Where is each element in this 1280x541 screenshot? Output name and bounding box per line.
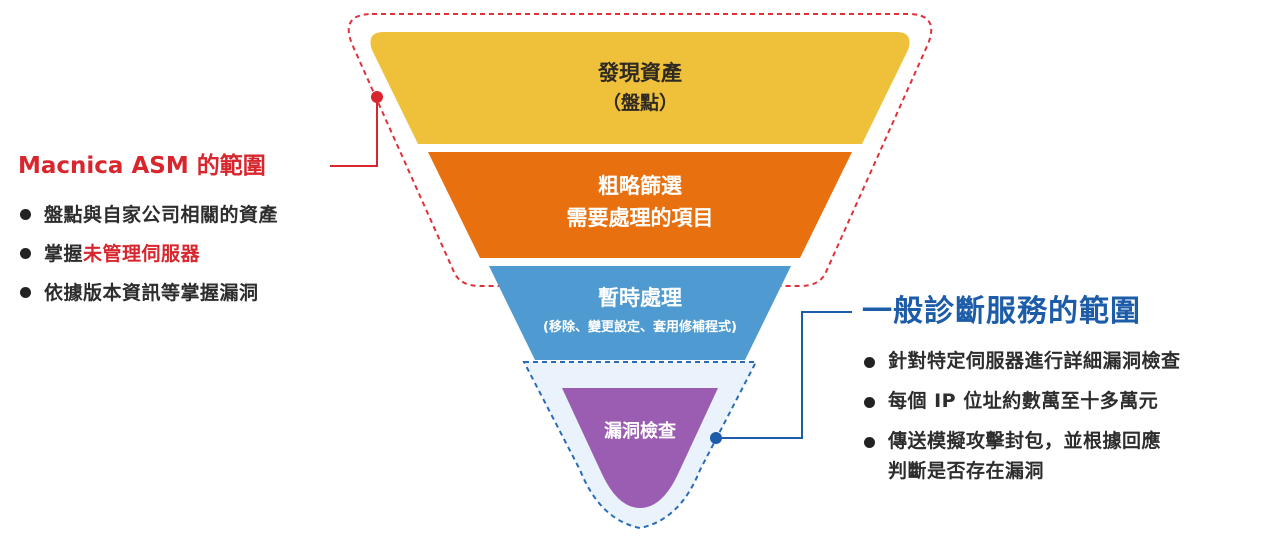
tier-discover-assets-title: 發現資產	[597, 61, 682, 85]
tier-rough-screening	[428, 152, 852, 258]
asm-scope-panel: Macnica ASM 的範圍 盤點與自家公司相關的資產 掌握未管理伺服器 依據…	[18, 146, 278, 317]
list-item: 傳送模擬攻擊封包，並根據回應判斷是否存在漏洞	[862, 426, 1181, 486]
tier-temporary-handling	[489, 266, 791, 360]
tier-vulnerability-check	[562, 388, 718, 508]
bullet-text: 依據版本資訊等掌握漏洞	[44, 282, 259, 304]
bullet-dot	[20, 248, 31, 259]
tier-rough-screening-subtitle: 需要處理的項目	[567, 206, 714, 230]
tier-vulnerability-check-title: 漏洞檢查	[604, 420, 676, 442]
bullet-text-continuation: 判斷是否存在漏洞	[888, 460, 1045, 482]
tier-discover-assets-subtitle: （盤點）	[602, 91, 678, 114]
general-scope-title: 一般診斷服務的範圍	[862, 294, 1141, 329]
general-connector-line	[716, 311, 852, 439]
asm-connector-line	[330, 97, 378, 167]
asm-scope-title: Macnica ASM 的範圍	[18, 153, 266, 179]
tier-rough-screening-title: 粗略篩選	[598, 174, 682, 198]
list-item: 掌握未管理伺服器	[18, 239, 278, 266]
list-item: 依據版本資訊等掌握漏洞	[18, 278, 278, 305]
tier-temporary-handling-title: 暫時處理	[598, 286, 682, 310]
tier-discover-assets	[370, 32, 910, 144]
bullet-dot	[864, 437, 875, 448]
asm-scope-outline	[347, 13, 933, 287]
bullet-text: 傳送模擬攻擊封包，並根據回應	[888, 430, 1162, 452]
bullet-dot	[864, 397, 875, 408]
asm-scope-list: 盤點與自家公司相關的資產 掌握未管理伺服器 依據版本資訊等掌握漏洞	[18, 200, 278, 305]
bullet-text: 掌握	[44, 243, 84, 265]
bullet-text: 針對特定伺服器進行詳細漏洞檢查	[888, 350, 1181, 372]
list-item: 每個 IP 位址約數萬至十多萬元	[862, 386, 1181, 416]
bullet-dot	[20, 287, 31, 298]
bullet-dot	[864, 357, 875, 368]
bullet-text: 每個 IP 位址約數萬至十多萬元	[888, 390, 1159, 412]
unmanaged-servers-highlight: 未管理伺服器	[83, 243, 201, 265]
general-scope-panel: 一般診斷服務的範圍 針對特定伺服器進行詳細漏洞檢查 每個 IP 位址約數萬至十多…	[862, 286, 1181, 496]
bullet-text: 盤點與自家公司相關的資產	[44, 204, 279, 226]
general-scope-list: 針對特定伺服器進行詳細漏洞檢查 每個 IP 位址約數萬至十多萬元 傳送模擬攻擊封…	[862, 346, 1181, 486]
list-item: 盤點與自家公司相關的資產	[18, 200, 278, 227]
bullet-dot	[20, 209, 31, 220]
tier-temporary-handling-subtitle: (移除、變更設定、套用修補程式)	[543, 319, 737, 335]
list-item: 針對特定伺服器進行詳細漏洞檢查	[862, 346, 1181, 376]
